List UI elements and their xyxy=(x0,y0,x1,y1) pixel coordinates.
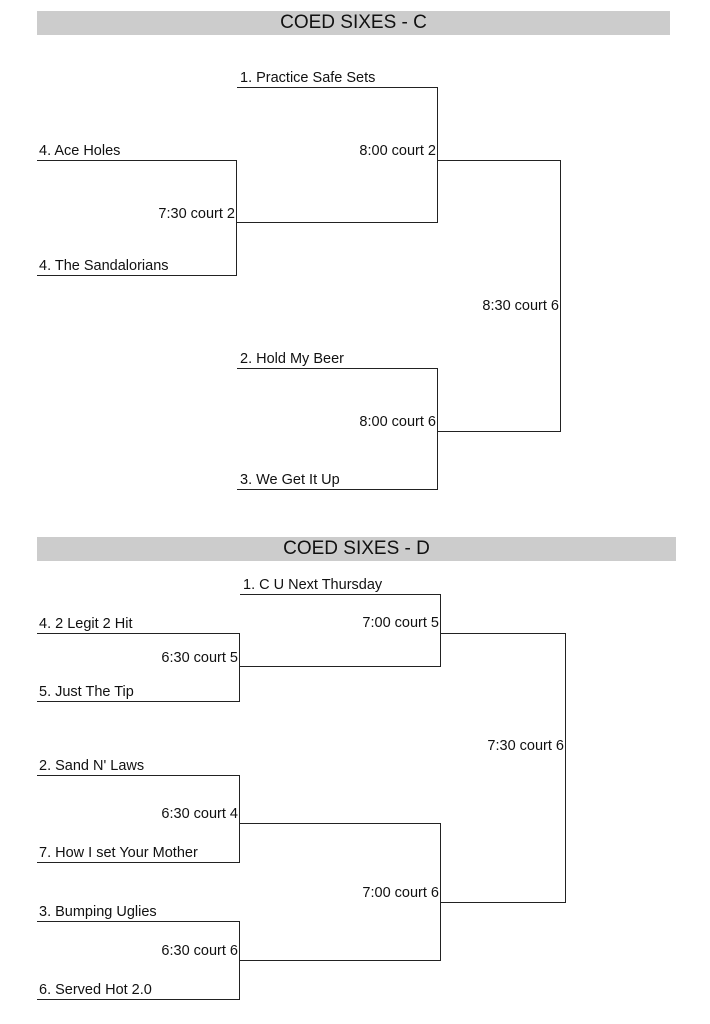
game-label-d-final: 7:30 court 6 xyxy=(487,738,564,754)
bracket-line xyxy=(237,368,438,369)
bracket-line xyxy=(438,431,561,432)
game-label-d-1: 6:30 court 5 xyxy=(161,650,238,666)
bracket-line xyxy=(565,633,566,903)
team-slot-d-4: 2. Sand N' Laws xyxy=(39,758,145,774)
team-slot-c-5: 3. We Get It Up xyxy=(240,472,340,488)
team-slot-c-3: 4. The Sandalorians xyxy=(39,258,169,274)
bracket-line xyxy=(37,862,240,863)
bracket-d-title: COED SIXES - D xyxy=(37,537,676,561)
bracket-line xyxy=(37,999,240,1000)
bracket-line xyxy=(440,823,441,961)
bracket-line xyxy=(438,160,561,161)
bracket-line xyxy=(239,633,240,702)
game-label-d-4: 6:30 court 6 xyxy=(161,943,238,959)
bracket-line xyxy=(37,701,240,702)
team-slot-d-6: 3. Bumping Uglies xyxy=(39,904,157,920)
bracket-line xyxy=(237,489,438,490)
bracket-c-title: COED SIXES - C xyxy=(37,11,670,35)
bracket-line xyxy=(37,921,240,922)
bracket-line xyxy=(237,222,438,223)
game-label-c-3: 8:00 court 6 xyxy=(359,414,436,430)
team-slot-d-2: 4. 2 Legit 2 Hit xyxy=(39,616,133,632)
bracket-line xyxy=(560,160,561,432)
bracket-line xyxy=(437,87,438,223)
team-slot-c-4: 2. Hold My Beer xyxy=(240,351,344,367)
game-label-d-3: 6:30 court 4 xyxy=(161,806,238,822)
team-slot-c-2: 4. Ace Holes xyxy=(39,143,121,159)
bracket-line xyxy=(440,594,441,667)
game-label-d-5: 7:00 court 6 xyxy=(362,885,439,901)
bracket-line xyxy=(441,902,566,903)
bracket-line xyxy=(37,275,237,276)
team-slot-d-1: 1. C U Next Thursday xyxy=(243,577,383,593)
team-slot-d-7: 6. Served Hot 2.0 xyxy=(39,982,152,998)
team-slot-c-1: 1. Practice Safe Sets xyxy=(240,70,376,86)
team-slot-d-3: 5. Just The Tip xyxy=(39,684,134,700)
bracket-line xyxy=(37,160,237,161)
bracket-line xyxy=(237,87,438,88)
bracket-line xyxy=(240,666,441,667)
game-label-c-1: 7:30 court 2 xyxy=(158,206,235,222)
game-label-d-2: 7:00 court 5 xyxy=(362,615,439,631)
bracket-line xyxy=(37,775,240,776)
bracket-line xyxy=(240,594,441,595)
game-label-c-final: 8:30 court 6 xyxy=(482,298,559,314)
bracket-line xyxy=(239,775,240,863)
game-label-c-2: 8:00 court 2 xyxy=(359,143,436,159)
team-slot-d-5: 7. How I set Your Mother xyxy=(39,845,198,861)
bracket-line xyxy=(441,633,566,634)
bracket-line xyxy=(437,368,438,490)
bracket-line xyxy=(240,960,441,961)
bracket-line xyxy=(239,921,240,1000)
bracket-line xyxy=(236,160,237,276)
bracket-line xyxy=(37,633,240,634)
bracket-line xyxy=(240,823,441,824)
